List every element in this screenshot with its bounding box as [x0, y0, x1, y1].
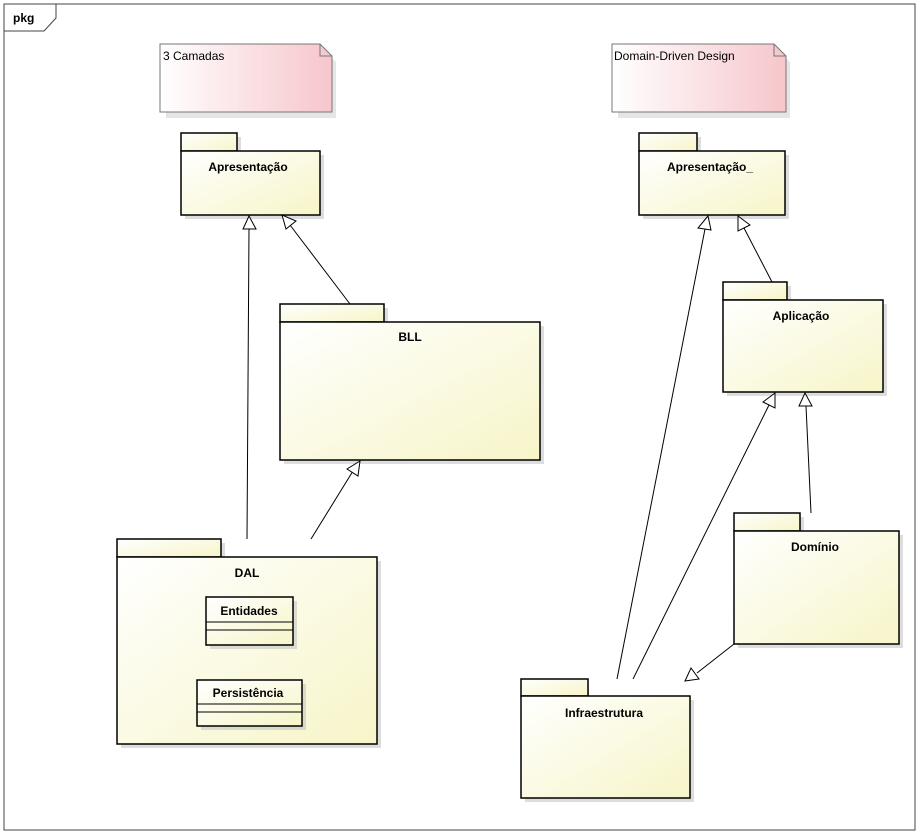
arrowhead: [798, 391, 813, 407]
package-dominio[interactable]: Domínio: [733, 512, 903, 648]
class-entidades[interactable]: Entidades: [205, 596, 297, 649]
package-dal-label: DAL: [235, 566, 260, 580]
arrow-infra-to-aplicacao[interactable]: [632, 404, 770, 680]
class-persistencia-label: Persistência: [213, 686, 284, 700]
package-bll[interactable]: BLL: [279, 303, 544, 464]
arrow-infra-to-apresentacao[interactable]: [616, 228, 706, 680]
package-aplicacao[interactable]: Aplicação: [722, 281, 887, 396]
class-persistencia[interactable]: Persistência: [196, 679, 306, 730]
package-bll-label: BLL: [398, 330, 421, 344]
arrowhead: [762, 392, 776, 409]
arrowhead: [242, 214, 257, 230]
arrowhead: [281, 214, 297, 230]
class-entidades-label: Entidades: [220, 604, 278, 618]
package-apresentacao-left[interactable]: Apresentação: [180, 132, 324, 219]
arrowhead: [684, 667, 700, 682]
arrow-dominio-to-aplicacao[interactable]: [805, 405, 812, 514]
package-infraestrutura[interactable]: Infraestrutura: [520, 678, 694, 802]
arrow-dal-to-apresentacao[interactable]: [246, 227, 250, 540]
package-dominio-label: Domínio: [791, 540, 839, 554]
package-dal[interactable]: DAL Entidades Persistência: [116, 538, 381, 748]
arrow-aplicacao-to-apresentacao[interactable]: [743, 227, 773, 283]
package-apresentacao-right-label: Apresentação_: [667, 160, 753, 174]
diagram-frame: pkg: [3, 3, 916, 831]
arrowhead: [697, 214, 712, 231]
arrowhead: [737, 215, 751, 232]
package-apresentacao-right[interactable]: Apresentação_: [638, 132, 789, 219]
note-three-layers-text: 3 Camadas: [163, 49, 224, 63]
package-apresentacao-left-label: Apresentação: [208, 160, 287, 174]
package-infraestrutura-label: Infraestrutura: [565, 706, 643, 720]
note-three-layers[interactable]: 3 Camadas: [159, 43, 336, 118]
arrow-dominio-to-infra[interactable]: [696, 643, 735, 674]
arrows: [242, 214, 813, 682]
arrow-bll-to-apresentacao[interactable]: [289, 224, 351, 305]
frame-label: pkg: [13, 11, 34, 25]
note-ddd[interactable]: Domain-Driven Design: [611, 43, 790, 118]
note-ddd-text: Domain-Driven Design: [614, 49, 735, 63]
arrowhead: [346, 460, 361, 477]
arrow-dal-to-bll[interactable]: [310, 470, 354, 540]
package-aplicacao-label: Aplicação: [773, 309, 830, 323]
